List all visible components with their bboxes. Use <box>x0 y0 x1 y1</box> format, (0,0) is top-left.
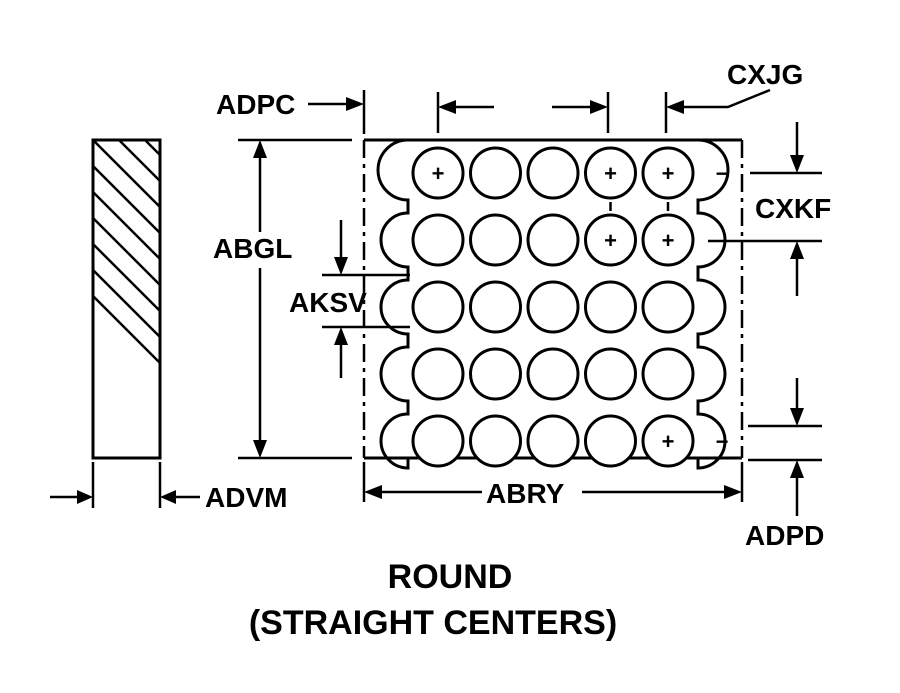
minus-sign: − <box>716 429 729 454</box>
label-aksv: AKSV <box>289 287 367 318</box>
hole <box>469 280 522 334</box>
hatch-line <box>93 242 160 313</box>
hole <box>469 213 522 267</box>
hatch-line <box>93 268 160 339</box>
hole <box>526 347 580 401</box>
label-cxjg: CXJG <box>727 59 803 90</box>
hole <box>584 146 637 200</box>
hole <box>469 347 522 401</box>
hole <box>641 347 695 401</box>
hole <box>469 146 522 200</box>
label-advm: ADVM <box>205 482 287 513</box>
dimension-cxkf: CXKF <box>708 122 831 296</box>
dimension-advm: ADVM <box>50 462 287 513</box>
caption-line-2: (STRAIGHT CENTERS) <box>249 604 617 642</box>
plus-sign: + <box>662 228 675 253</box>
hatch-line <box>118 140 160 183</box>
hole <box>411 213 465 267</box>
hatch-line <box>93 216 160 287</box>
hole <box>526 280 580 334</box>
dimension-aksv: AKSV <box>289 220 410 378</box>
hole <box>641 213 695 267</box>
hole <box>411 146 465 200</box>
polarity-signs: + + + + + + − − <box>432 161 729 454</box>
label-abgl: ABGL <box>213 233 292 264</box>
hole <box>584 213 637 267</box>
dimension-adpd: ADPD <box>745 378 824 551</box>
dimension-abry: ABRY <box>362 462 744 509</box>
hole <box>526 213 580 267</box>
hole <box>641 280 695 334</box>
hole-grid <box>411 146 695 468</box>
hole <box>411 414 465 468</box>
plus-sign: + <box>604 228 617 253</box>
hole <box>641 414 695 468</box>
hole <box>584 280 637 334</box>
plate: + + + + + + − − <box>362 138 744 470</box>
hole <box>584 347 637 401</box>
hatch-pattern <box>93 140 160 365</box>
label-cxkf: CXKF <box>755 193 831 224</box>
hole <box>526 414 580 468</box>
label-abry: ABRY <box>486 478 565 509</box>
label-adpd: ADPD <box>745 520 824 551</box>
plus-sign: + <box>604 161 617 186</box>
caption-line-1: ROUND <box>388 558 513 596</box>
right-scalloped-edge <box>696 138 730 470</box>
plus-sign: + <box>432 161 445 186</box>
hole <box>584 414 637 468</box>
plus-sign: + <box>662 161 675 186</box>
dimension-adpc: ADPC <box>216 89 366 134</box>
hole <box>526 146 580 200</box>
hatch-line <box>93 294 160 365</box>
hatch-line <box>93 164 160 235</box>
minus-sign: − <box>716 161 729 186</box>
label-adpc: ADPC <box>216 89 295 120</box>
hole <box>469 414 522 468</box>
side-view-bar <box>91 138 162 460</box>
left-scalloped-edge <box>376 138 410 470</box>
hole <box>411 280 465 334</box>
hole <box>641 146 695 200</box>
dimension-pitch-top: CXJG <box>436 59 803 133</box>
plus-sign: + <box>662 429 675 454</box>
hatch-line <box>93 140 160 209</box>
dimension-abgl: ABGL <box>213 138 352 460</box>
hole <box>411 347 465 401</box>
